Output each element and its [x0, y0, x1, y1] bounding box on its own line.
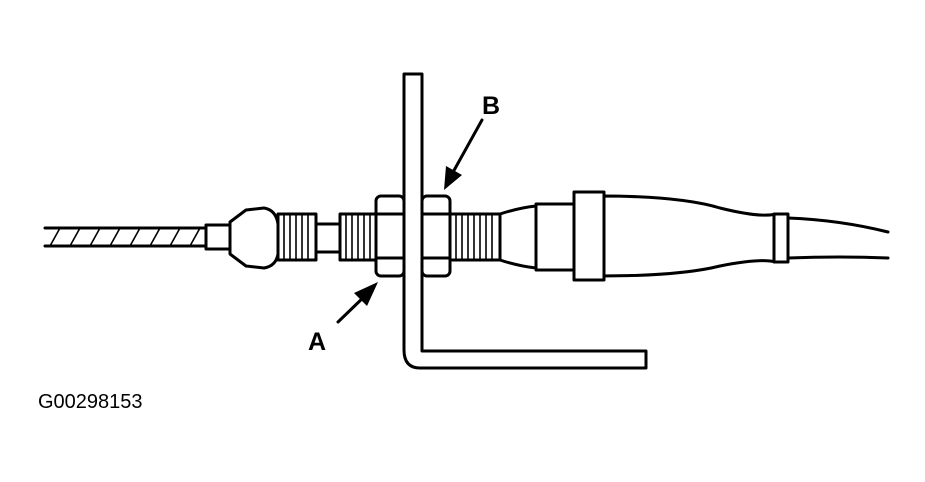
lock-nut-b [420, 194, 452, 278]
lock-nut-a [374, 194, 406, 278]
mounting-bracket [402, 72, 648, 370]
label-b: B [482, 92, 500, 120]
inner-cable [43, 226, 208, 248]
cable-collar [204, 223, 232, 251]
cable-housing [534, 190, 890, 282]
callout-arrow-a [336, 282, 378, 324]
callout-arrow-b [444, 118, 484, 190]
figure-id: G00298153 [38, 391, 143, 413]
threaded-sleeve-left [276, 212, 380, 262]
cable-end-cap [228, 206, 280, 270]
threaded-sleeve-right [448, 204, 538, 270]
label-a: A [308, 328, 326, 356]
